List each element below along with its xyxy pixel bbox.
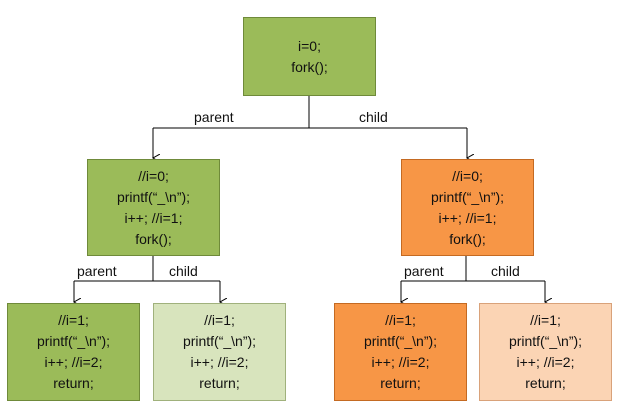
edge-label-parent: parent [194, 109, 234, 125]
code-line: i++; //i=1; [124, 209, 183, 226]
grandchild-node-parent-child: //i=1; printf(“_\n”); i++; //i=2; return… [153, 303, 286, 401]
edge-label-parent: parent [77, 263, 117, 279]
code-line: return; [199, 375, 240, 391]
child-process-node: //i=0; printf(“_\n”); i++; //i=1; fork()… [401, 159, 534, 256]
code-line: printf(“_\n”); [508, 333, 583, 349]
edge-label-child: child [359, 109, 388, 125]
code-line: i++; //i=1; [438, 209, 497, 226]
code-line: i++; //i=2; [371, 354, 430, 370]
code-line: //i=1; [530, 312, 561, 328]
grandchild-node-child-child: //i=1; printf(“_\n”); i++; //i=2; return… [479, 303, 612, 401]
code-line: i++; //i=2; [516, 354, 575, 370]
grandchild-node-child-parent: //i=1; printf(“_\n”); i++; //i=2; return… [334, 303, 467, 401]
code-line: //i=1; [204, 312, 235, 328]
parent-process-node: //i=0; printf(“_\n”); i++; //i=1; fork()… [87, 159, 220, 256]
code-line: return; [380, 375, 421, 391]
edge-label-child: child [491, 263, 520, 279]
code-line: printf(“_\n”); [116, 188, 191, 205]
grandchild-node-parent-parent: //i=1; printf(“_\n”); i++; //i=2; return… [7, 303, 140, 401]
edge-label-parent: parent [404, 263, 444, 279]
code-line: //i=1; [58, 312, 89, 328]
code-line: i++; //i=2; [44, 354, 103, 370]
code-line: printf(“_\n”); [182, 333, 257, 349]
code-line: printf(“_\n”); [36, 333, 111, 349]
code-line: fork(); [135, 230, 172, 247]
root-process-node: i=0; fork(); [243, 17, 376, 96]
code-line: return; [525, 375, 566, 391]
edge-label-child: child [169, 263, 198, 279]
code-line: fork(); [449, 230, 486, 247]
code-line: //i=1; [385, 312, 416, 328]
code-line: printf(“_\n”); [430, 188, 505, 205]
code-line: printf(“_\n”); [363, 333, 438, 349]
code-line: i++; //i=2; [190, 354, 249, 370]
code-line: return; [53, 375, 94, 391]
code-line: //i=0; [452, 167, 483, 184]
code-line: //i=0; [138, 167, 169, 184]
code-line: i=0; [298, 37, 321, 54]
code-line: fork(); [291, 58, 328, 75]
